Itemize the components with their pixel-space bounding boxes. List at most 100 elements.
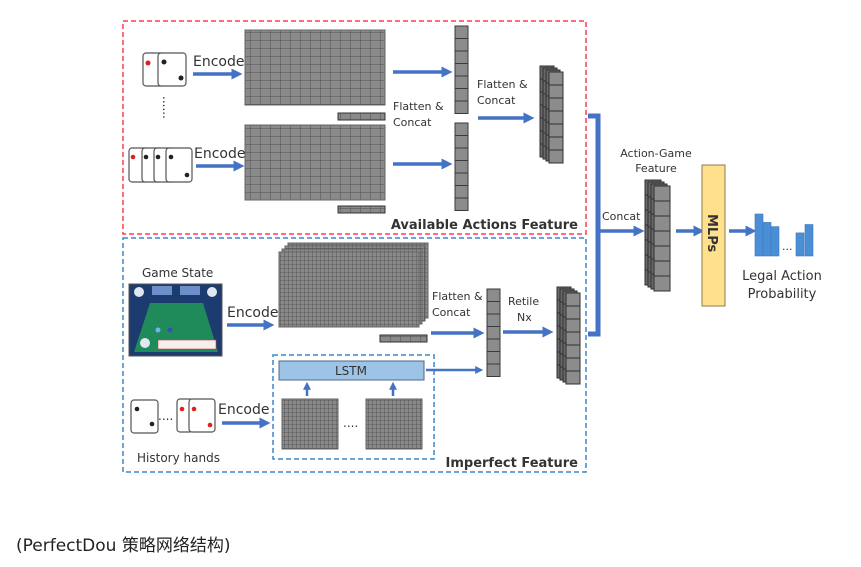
concat-label: Concat — [602, 210, 641, 223]
lstm-group-box — [272, 354, 435, 460]
vector-cell — [454, 75, 469, 89]
stack-cell — [548, 97, 564, 112]
stack-cell — [653, 260, 671, 277]
stack-cell — [548, 136, 564, 151]
flatten-label-right-2: Concat — [477, 94, 516, 107]
probability-bar — [754, 213, 764, 257]
stack-cell — [653, 185, 671, 202]
imperfect-feature-stack — [556, 286, 581, 385]
stack-cell — [548, 110, 564, 125]
stack-cell — [548, 123, 564, 138]
vector-cell — [454, 185, 469, 199]
flatten-vector-top — [454, 25, 469, 114]
vector-cell — [454, 147, 469, 161]
stack-cell — [653, 275, 671, 292]
vector-cell — [454, 135, 469, 149]
stack-cell — [653, 200, 671, 217]
vector-cell — [486, 338, 501, 352]
actions-feature-stack — [539, 65, 564, 164]
game-state-matrix-stack — [278, 242, 429, 328]
probability-bar — [762, 222, 772, 257]
lstm-block — [278, 360, 425, 381]
encode-label-history: Encode — [218, 402, 269, 418]
encoded-matrix-top — [244, 29, 386, 106]
legal-action-probability-bars — [754, 213, 814, 257]
mlp-block — [701, 164, 726, 307]
flatten-label-imperfect-1: Flatten & — [432, 290, 483, 303]
imperfect-feature-title: Imperfect Feature — [446, 456, 579, 471]
vector-cell — [486, 288, 501, 302]
vector-cell — [454, 160, 469, 174]
vector-cell — [486, 351, 501, 365]
mlp-label: MLPs — [704, 214, 719, 253]
stack-cell — [565, 292, 581, 307]
stack-cell — [548, 149, 564, 164]
history-matrix-last — [365, 398, 423, 450]
flatten-label-imperfect-2: Concat — [432, 306, 471, 319]
stack-cell — [565, 344, 581, 359]
history-matrix-first — [281, 398, 339, 450]
game-state-label: Game State — [142, 266, 213, 280]
vector-cell — [486, 326, 501, 340]
output-label-1: Legal Action — [742, 269, 822, 284]
flatten-vector-bottom — [454, 122, 469, 211]
history-card-pair-icon — [176, 398, 216, 433]
vector-cell — [486, 363, 501, 377]
imperfect-flatten-vector — [486, 288, 501, 377]
history-hands-label: History hands — [137, 451, 220, 465]
game-state-image — [128, 283, 223, 357]
retile-label-1: Retile — [508, 295, 539, 308]
history-ellipsis: .... — [158, 409, 173, 423]
flatten-label-left-2: Concat — [393, 116, 432, 129]
probability-bar — [770, 226, 780, 257]
vector-cell — [486, 301, 501, 315]
matrix-extra-row-bottom — [337, 205, 386, 214]
stack-cell — [565, 305, 581, 320]
vector-cell — [454, 63, 469, 77]
lstm-label: LSTM — [335, 364, 367, 378]
action-game-label-1: Action-Game — [620, 147, 692, 160]
action-game-feature-stack — [644, 179, 671, 292]
stack-cell — [653, 245, 671, 262]
encode-label-bottom: Encode — [194, 146, 245, 162]
imperfect-feature-box — [122, 237, 587, 473]
vector-cell — [454, 197, 469, 211]
card-pair-icon — [142, 52, 187, 87]
output-label-2: Probability — [748, 287, 817, 302]
lstm-ellipsis: .... — [343, 416, 358, 430]
vector-cell — [454, 25, 469, 39]
history-card-single-icon — [130, 399, 159, 434]
encode-label-top: Encode — [193, 54, 244, 70]
vector-cell — [486, 313, 501, 327]
available-actions-title: Available Actions Feature — [391, 218, 578, 233]
stack-cell — [653, 215, 671, 232]
encoded-matrix-bottom — [244, 124, 386, 201]
flatten-label-right-1: Flatten & — [477, 78, 528, 91]
figure-caption: (PerfectDou 策略网络结构) — [16, 536, 231, 556]
retile-label-2: Nx — [517, 311, 532, 324]
vector-cell — [454, 172, 469, 186]
flatten-label-left-1: Flatten & — [393, 100, 444, 113]
vector-cell — [454, 88, 469, 102]
matrix-extra-row-top — [337, 112, 386, 121]
output-ellipsis: ... — [782, 240, 793, 253]
action-game-label-2: Feature — [635, 162, 677, 175]
stack-cell — [565, 318, 581, 333]
stack-cell — [653, 230, 671, 247]
encode-label-game: Encode — [227, 305, 278, 321]
probability-bar — [804, 224, 814, 257]
vector-cell — [454, 50, 469, 64]
stack-cell — [565, 370, 581, 385]
stack-cell — [548, 71, 564, 86]
vector-cell — [454, 100, 469, 114]
merge-bracket — [588, 113, 601, 337]
cards-ellipsis: ...... — [160, 96, 174, 119]
stack-cell — [565, 331, 581, 346]
stack-cell — [548, 84, 564, 99]
game-matrix-extra-row — [379, 334, 428, 343]
available-actions-box — [122, 20, 587, 235]
vector-cell — [454, 38, 469, 52]
card-quad-icon — [128, 147, 193, 183]
vector-cell — [454, 122, 469, 136]
